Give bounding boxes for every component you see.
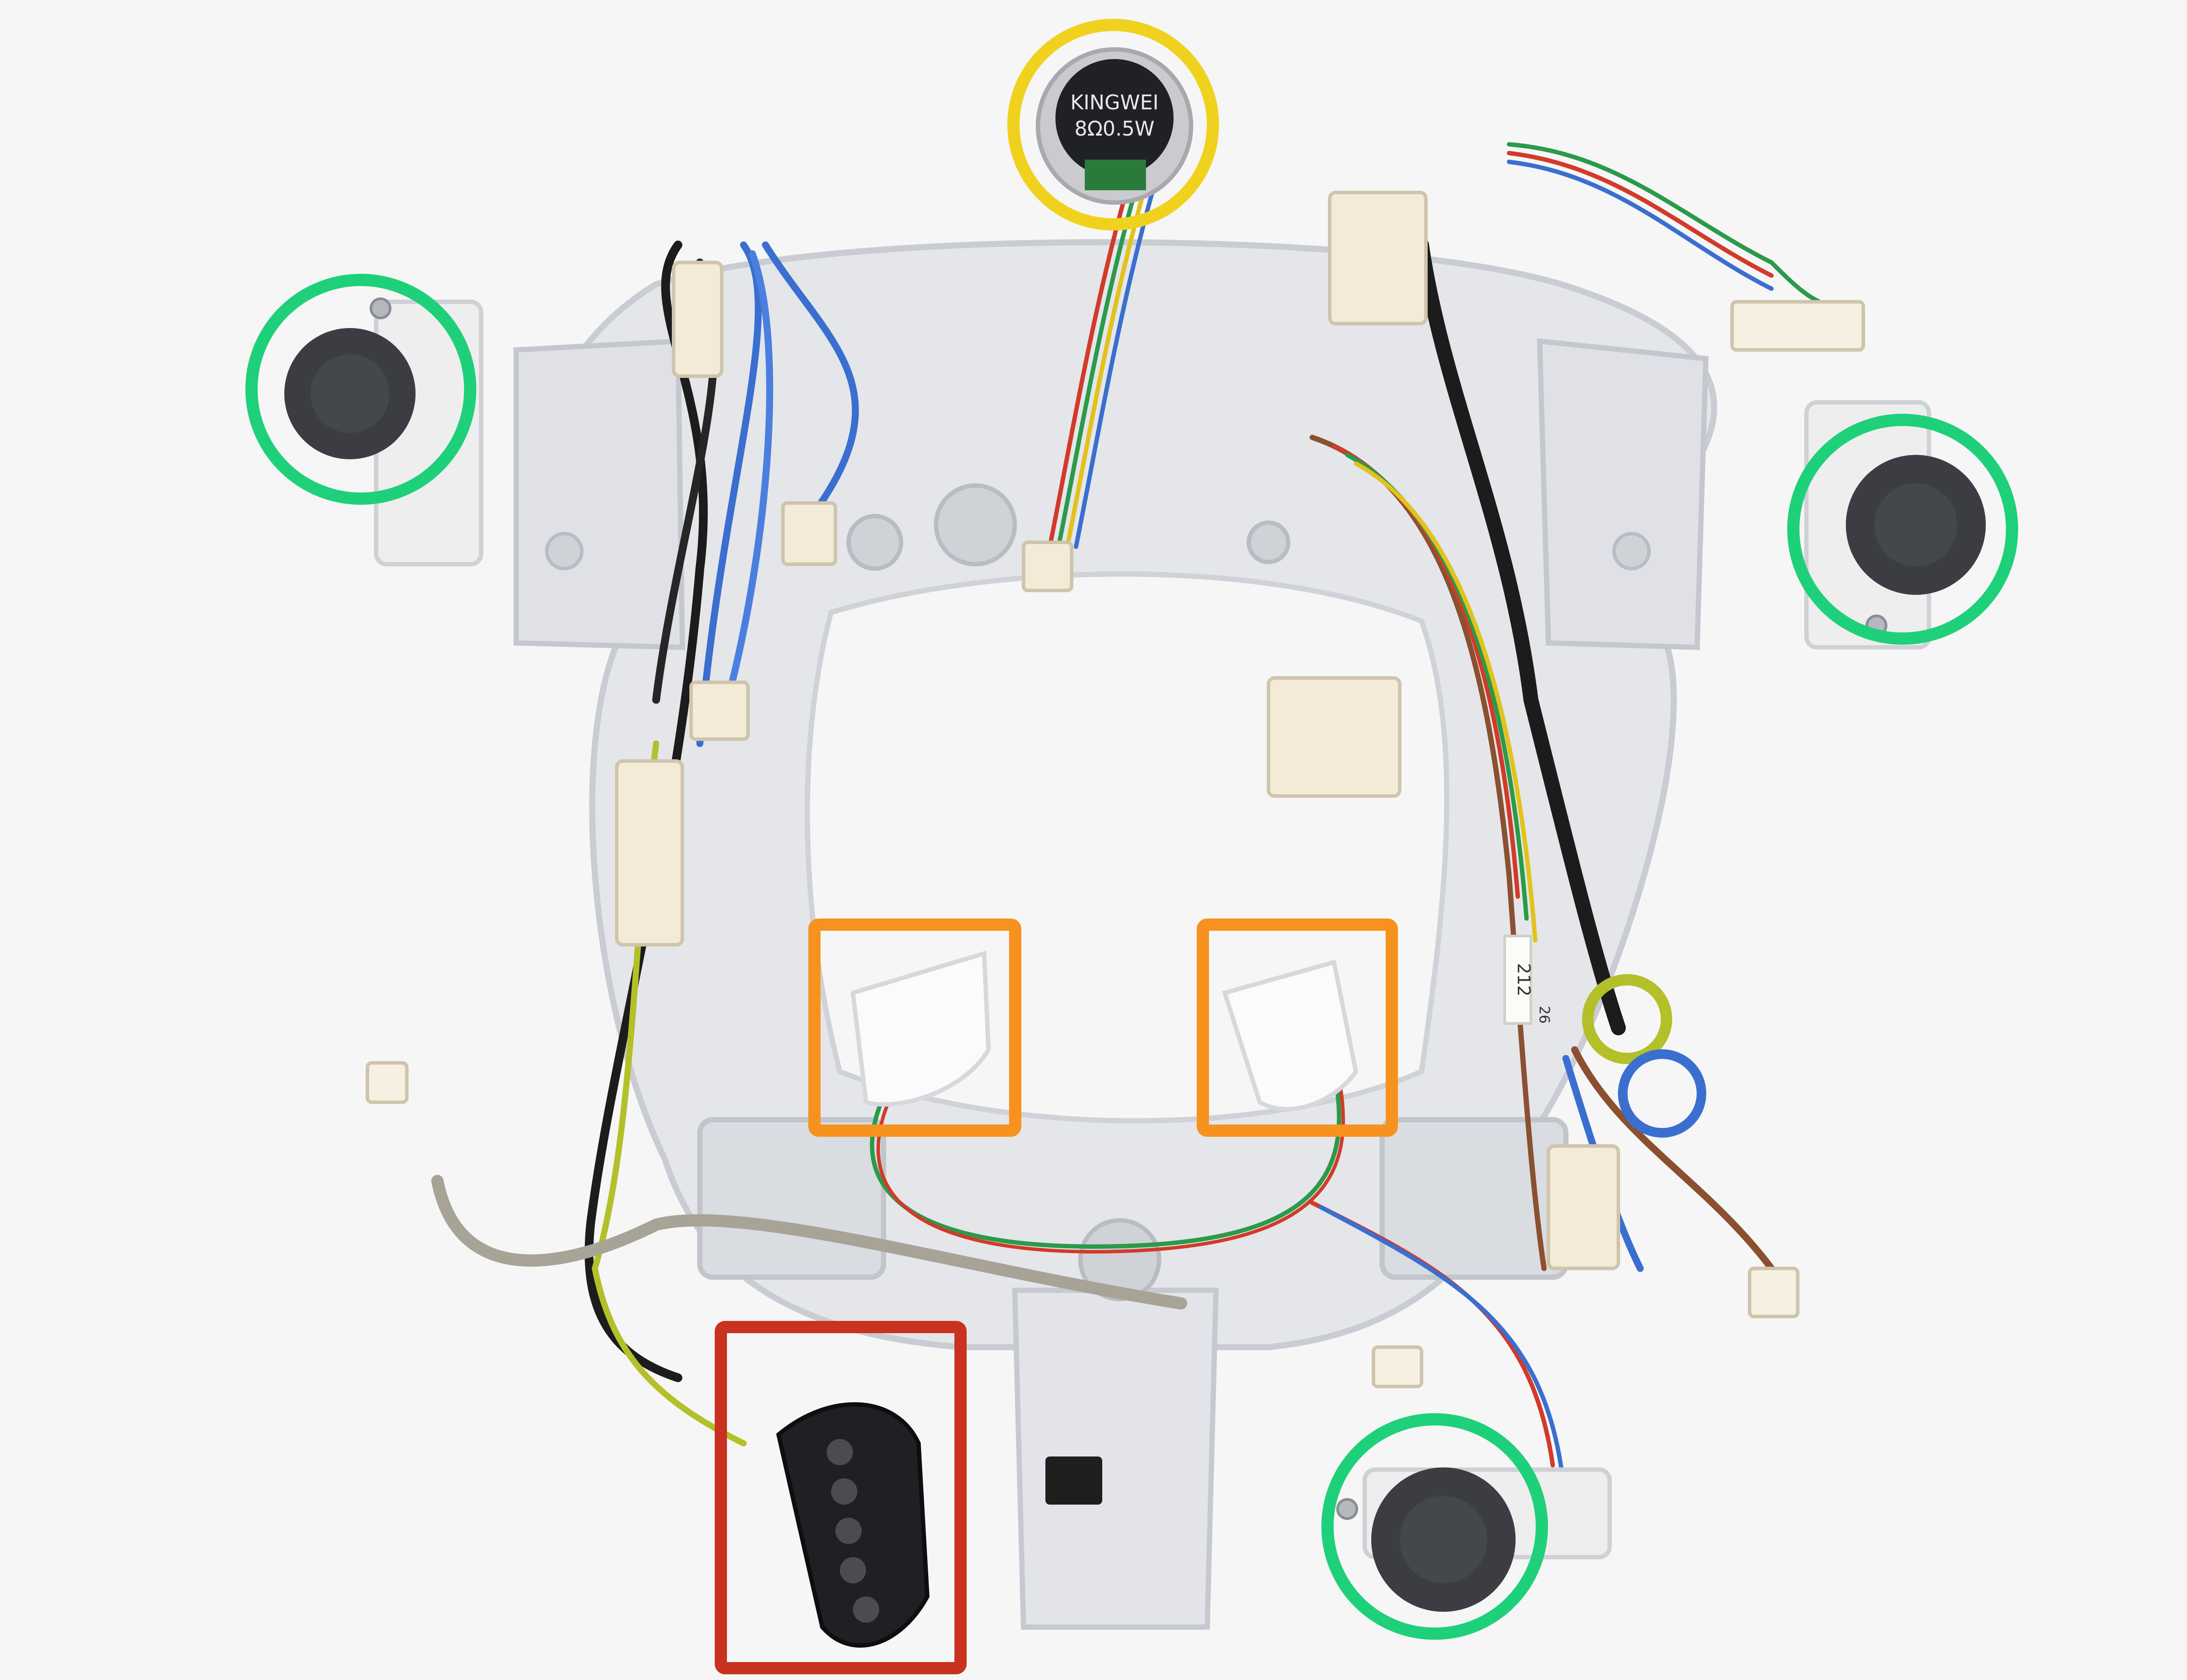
motor-cap	[1400, 1496, 1487, 1583]
motor-cap	[1874, 483, 1957, 566]
speaker: KINGWEI 8Ω0.5W	[1036, 47, 1193, 205]
wire-blue	[762, 241, 859, 550]
chassis-left-wing	[514, 338, 685, 650]
terminal-hole	[831, 1478, 857, 1505]
speaker-terminals	[1085, 160, 1146, 190]
connector-block	[366, 1061, 409, 1104]
connector-block	[1267, 676, 1401, 798]
highlight-motor-top-left	[245, 274, 476, 505]
connector-block	[615, 759, 684, 947]
white-clip-left	[850, 950, 991, 1107]
chassis-boss	[1247, 520, 1290, 564]
terminal-hole	[840, 1557, 866, 1583]
connector-block	[689, 681, 750, 741]
connector-block	[672, 261, 723, 378]
wire-multicolor	[1507, 151, 1774, 278]
chassis-boss	[545, 532, 583, 570]
highlight-motor-right	[1787, 414, 2018, 645]
terminal-hole	[835, 1518, 862, 1544]
speaker-magnet	[1055, 59, 1174, 177]
connector-black	[1045, 1456, 1102, 1505]
wire-blue	[718, 250, 773, 725]
highlight-motor-bottom	[1321, 1413, 1548, 1640]
harness-label-tag	[1503, 935, 1532, 1025]
ferrite-coil	[1618, 1049, 1706, 1138]
chassis-boss	[934, 483, 1017, 566]
motors	[284, 297, 1986, 1612]
wire-multicolor	[1507, 142, 1839, 308]
chassis-right-wing	[1537, 338, 1709, 650]
connectors: 212 26	[366, 191, 1865, 1505]
connector-block	[1022, 541, 1073, 592]
chassis-boss	[846, 514, 903, 571]
harness-label-side: 26	[1536, 1006, 1553, 1024]
connector-block	[1730, 300, 1865, 352]
chassis-bottom-tab	[1012, 1288, 1219, 1630]
connector-block	[1547, 1144, 1620, 1270]
speaker-rating: 8Ω0.5W	[1074, 117, 1154, 140]
wire-red-green-loop	[876, 1074, 1345, 1254]
wire-blue	[1074, 182, 1157, 549]
white-clip-right	[1222, 959, 1359, 1111]
connector-block	[1372, 1345, 1423, 1388]
harness-label-text: 212	[1513, 963, 1534, 996]
highlight-clip-left	[808, 919, 1021, 1137]
wire-red-green-loop	[870, 1069, 1342, 1249]
white-clips	[850, 950, 1359, 1111]
motor-cap	[311, 354, 389, 433]
connector-block	[781, 501, 837, 566]
chassis-boss	[1612, 532, 1651, 570]
terminal-hole	[853, 1596, 879, 1623]
ferrite-coil	[1582, 974, 1672, 1064]
screw-icon	[370, 297, 391, 319]
highlight-speaker	[1007, 19, 1219, 231]
screw-icon	[1336, 1498, 1358, 1520]
wire-blue	[1319, 1205, 1564, 1472]
wire-black-sleeve	[1414, 238, 1626, 1035]
wire-red	[1048, 182, 1131, 549]
wire-yellow	[1354, 461, 1537, 943]
highlight-annotations	[245, 19, 2018, 1674]
wire-yellow	[1065, 182, 1148, 549]
chassis-bottom-left-block	[697, 1117, 886, 1280]
wire-brown	[1571, 1046, 1775, 1272]
highlight-terminal-connector	[715, 1321, 967, 1674]
wire-multicolor	[1507, 160, 1774, 291]
terminal-hole	[827, 1439, 853, 1465]
connector-block	[1328, 191, 1428, 325]
wire-green	[1056, 182, 1139, 549]
terminal-connector	[776, 1402, 930, 1648]
connector-block	[1748, 1267, 1799, 1318]
ground-strap	[431, 1175, 1187, 1310]
speaker-brand: KINGWEI	[1070, 91, 1159, 114]
highlight-clip-right	[1197, 919, 1398, 1137]
